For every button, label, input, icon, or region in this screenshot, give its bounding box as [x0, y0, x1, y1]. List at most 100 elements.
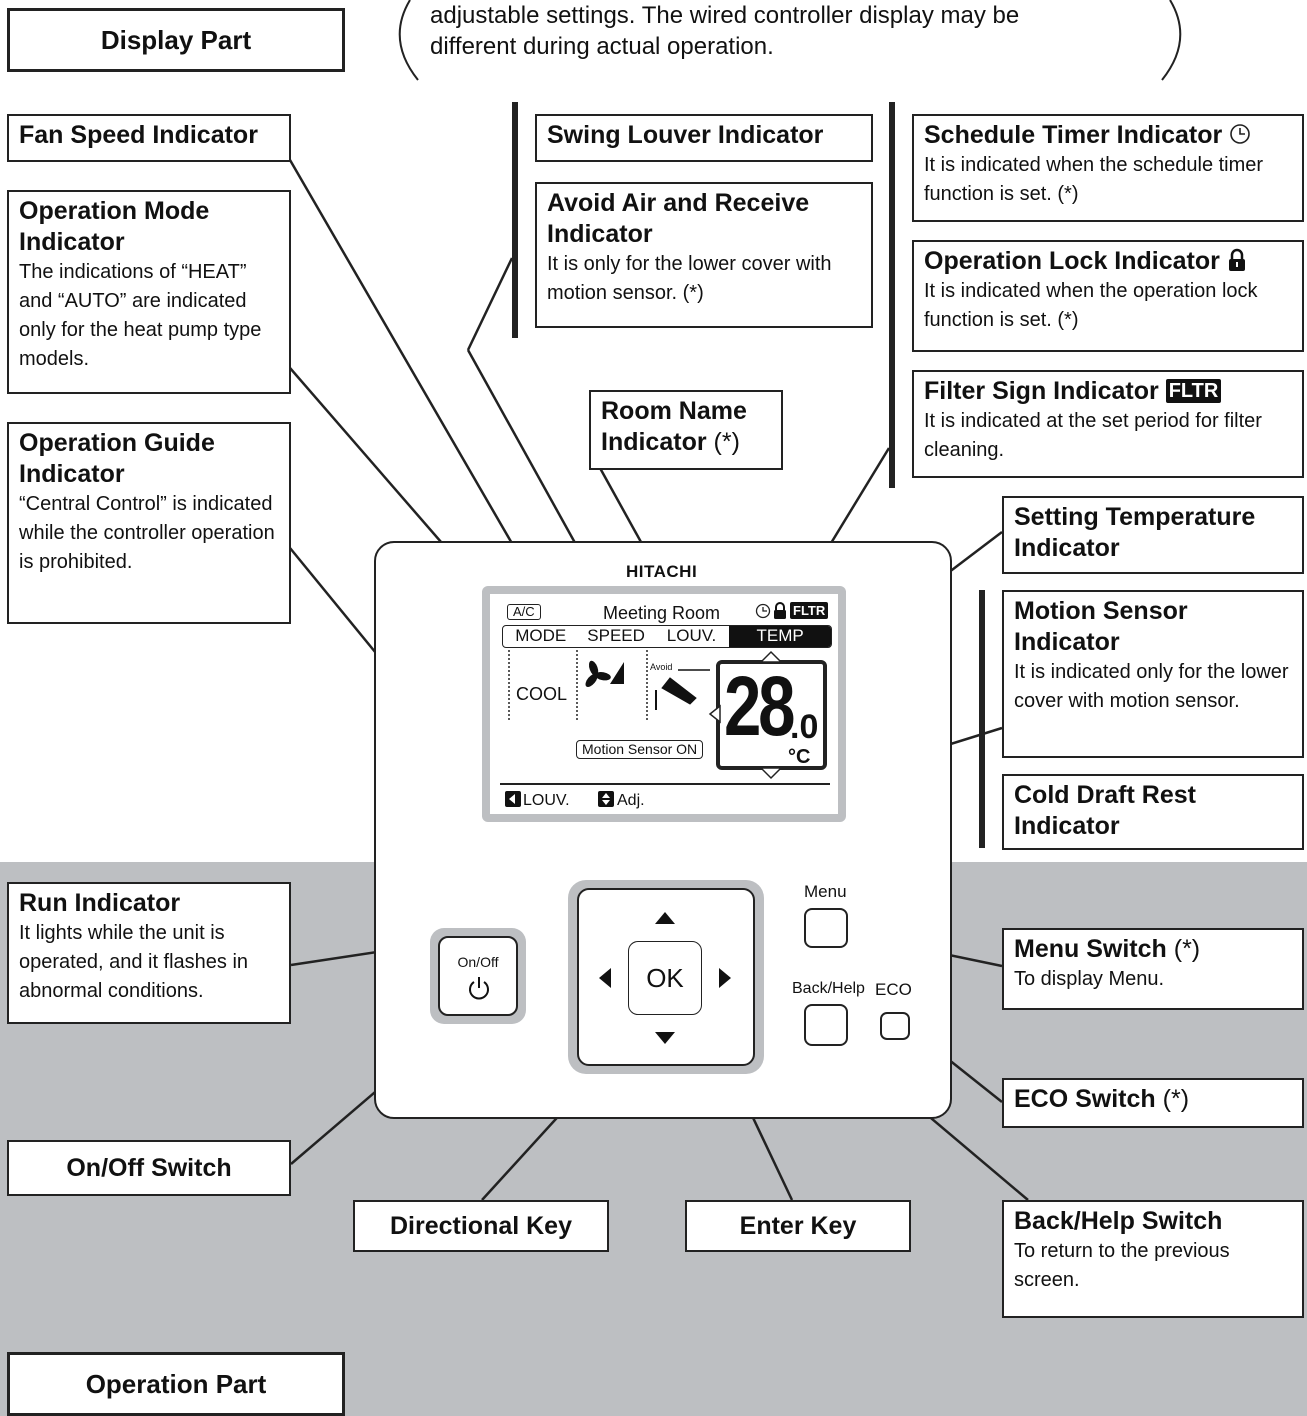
back-help-button-label: Back/Help: [792, 980, 865, 997]
setting-temperature-title: Setting Temperature Indicator: [1014, 503, 1256, 562]
eco-button[interactable]: [880, 1012, 910, 1040]
display-part-label: Display Part: [100, 24, 252, 55]
eco-switch-title: ECO Switch: [1014, 1085, 1156, 1113]
operation-mode-title: Operation Mode Indicator: [19, 197, 210, 256]
operation-mode-desc: The indications of “HEAT” and “AUTO” are…: [19, 261, 262, 370]
swing-louver-callout: Swing Louver Indicator: [535, 114, 873, 162]
arrow-right-icon[interactable]: [719, 968, 731, 988]
note-line-1: adjustable settings. The wired controlle…: [430, 2, 1020, 29]
operation-lock-title: Operation Lock Indicator: [924, 247, 1220, 275]
lcd-footer-divider: [500, 783, 830, 785]
lcd-footer-adjust: Adj.: [617, 792, 645, 809]
operation-lock-desc: It is indicated when the operation lock …: [924, 280, 1258, 331]
divider-bar: [889, 102, 895, 488]
operation-part-label: Operation Part: [85, 1368, 267, 1399]
brand-logo: HITACHI: [626, 562, 698, 581]
onoff-button[interactable]: On/Off: [438, 936, 518, 1016]
motion-sensor-desc: It is indicated only for the lower cover…: [1014, 661, 1289, 712]
run-indicator-desc: It lights while the unit is operated, an…: [19, 922, 249, 1002]
temp-up-icon: [759, 650, 783, 663]
operation-guide-callout: Operation Guide Indicator“Central Contro…: [7, 422, 291, 624]
room-name-mark: (*): [713, 428, 740, 456]
dpad-arrows: [599, 912, 731, 1044]
menu-button-label: Menu: [804, 882, 847, 901]
updown-key-icon: [598, 791, 614, 807]
menu-switch-title: Menu Switch: [1014, 935, 1167, 963]
tab-speed: SPEED: [587, 626, 645, 645]
lcd-mode-value: COOL: [516, 684, 568, 704]
filter-sign-desc: It is indicated at the set period for fi…: [924, 410, 1262, 461]
power-icon: [469, 977, 489, 1000]
onoff-button-label: On/Off: [457, 954, 499, 970]
menu-switch-mark: (*): [1173, 935, 1201, 963]
motion-sensor-title: Motion Sensor Indicator: [1014, 597, 1188, 656]
menu-switch-callout: Menu Switch (*) To display Menu.: [1002, 928, 1304, 1010]
lcd-motion-badge: Motion Sensor ON: [576, 740, 704, 759]
back-help-title: Back/Help Switch: [1014, 1207, 1223, 1235]
clock-icon: [1230, 124, 1250, 144]
directional-key-callout: Directional Key: [353, 1200, 609, 1252]
swing-louver-icon: [655, 669, 710, 710]
arrow-left-icon[interactable]: [599, 968, 611, 988]
arrow-down-icon[interactable]: [655, 1032, 675, 1044]
filter-sign-title: Filter Sign Indicator: [924, 377, 1159, 405]
arrow-up-icon[interactable]: [655, 912, 675, 924]
ok-button[interactable]: OK: [628, 941, 702, 1015]
lcd-indicators: [508, 650, 710, 722]
onoff-switch-callout: On/Off Switch: [7, 1140, 291, 1196]
room-name-title: Room Name Indicator: [601, 397, 747, 456]
schedule-timer-callout: Schedule Timer Indicator It is indicated…: [912, 114, 1304, 222]
room-name-callout: Room Name Indicator (*): [589, 390, 783, 470]
temp-left-icon: [708, 704, 721, 724]
menu-button[interactable]: [804, 908, 848, 948]
cold-draft-callout: Cold Draft Rest Indicator: [1002, 774, 1304, 850]
divider-bar: [979, 590, 985, 848]
enter-key-title: Enter Key: [739, 1211, 857, 1240]
lcd-temperature-unit: °C: [788, 746, 811, 768]
fan-icon: [585, 660, 624, 688]
operation-lock-callout: Operation Lock Indicator It is indicated…: [912, 240, 1304, 352]
operation-guide-desc: “Central Control” is indicated while the…: [19, 493, 275, 573]
onoff-switch-title: On/Off Switch: [66, 1153, 232, 1182]
tab-louver: LOUV.: [666, 626, 717, 645]
filter-badge-icon: FLTR: [1165, 379, 1222, 403]
fan-speed-callout: Fan Speed Indicator: [7, 114, 291, 162]
eco-switch-mark: (*): [1162, 1085, 1190, 1113]
operation-part-header: Operation Part: [7, 1352, 345, 1416]
lcd-footer-louver: LOUV.: [523, 792, 570, 809]
back-help-desc: To return to the previous screen.: [1014, 1240, 1230, 1291]
operation-guide-title: Operation Guide Indicator: [19, 429, 215, 488]
left-key-icon: [505, 791, 521, 807]
lcd-tabs: MODE SPEED LOUV. TEMP: [502, 625, 832, 648]
back-help-button[interactable]: [804, 1004, 848, 1046]
schedule-timer-title: Schedule Timer Indicator: [924, 121, 1223, 149]
enter-key-callout: Enter Key: [685, 1200, 911, 1252]
divider-bar: [512, 102, 518, 338]
back-help-callout: Back/Help Switch To return to the previou…: [1002, 1200, 1304, 1318]
avoid-air-desc: It is only for the lower cover with moti…: [547, 253, 832, 304]
note-bracket: [398, 0, 1182, 81]
ac-badge: A/C: [507, 604, 541, 620]
schedule-timer-desc: It is indicated when the schedule timer …: [924, 154, 1264, 205]
menu-switch-desc: To display Menu.: [1014, 968, 1165, 990]
lcd-temperature-decimal: .0: [790, 708, 819, 746]
lcd-temperature-value: 28: [724, 659, 796, 753]
display-part-header: Display Part: [7, 8, 345, 72]
lcd-status-icons: [755, 602, 786, 619]
lcd-filter-badge: FLTR: [790, 602, 829, 619]
eco-button-label: ECO: [875, 980, 912, 999]
ok-button-label: OK: [646, 962, 684, 993]
tab-temp: TEMP: [729, 626, 831, 647]
filter-sign-callout: Filter Sign Indicator FLTR It is indicate…: [912, 370, 1304, 478]
fan-speed-title: Fan Speed Indicator: [19, 121, 258, 149]
temperature-arrows: [708, 650, 783, 780]
cold-draft-title: Cold Draft Rest Indicator: [1014, 781, 1196, 840]
note-line-2: different during actual operation.: [430, 33, 774, 60]
lock-icon: [1228, 248, 1245, 271]
display-note: adjustable settings. The wired controlle…: [430, 0, 1170, 62]
clock-icon: [755, 603, 771, 619]
setting-temperature-callout: Setting Temperature Indicator: [1002, 496, 1304, 574]
